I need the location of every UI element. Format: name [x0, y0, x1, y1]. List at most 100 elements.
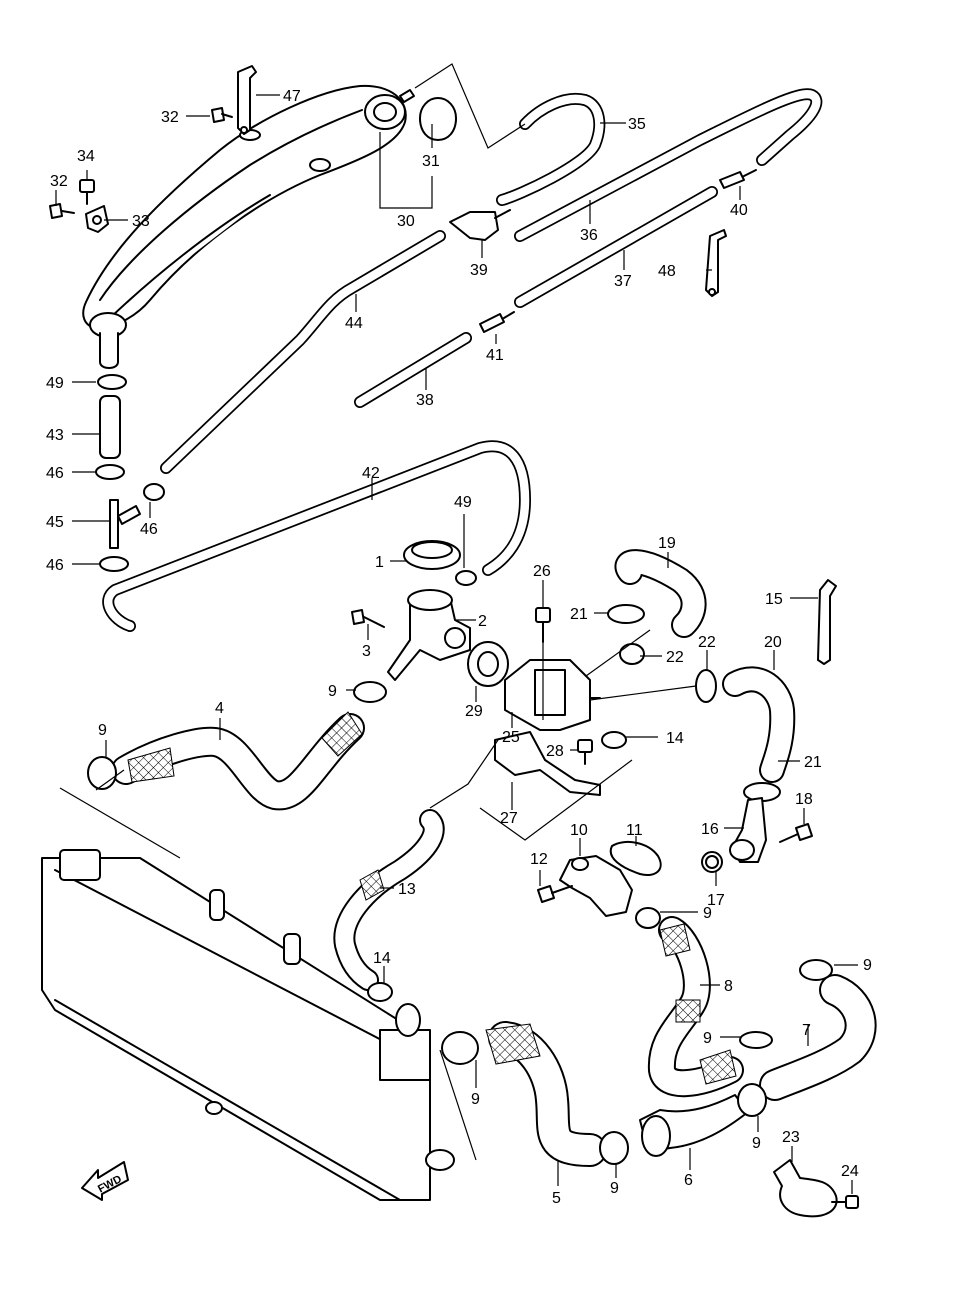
callout-24: 24 — [841, 1163, 859, 1180]
clamp-46-mid — [143, 483, 165, 501]
callout-21-b: 21 — [804, 754, 822, 771]
tie-15 — [817, 579, 837, 665]
clamp-9-hose8 — [739, 1031, 773, 1049]
callout-labels: 1 2 3 4 5 6 7 8 9 9 9 9 9 9 9 9 10 11 12… — [46, 88, 872, 1207]
callout-4: 4 — [215, 700, 224, 717]
callout-22-a: 22 — [666, 649, 684, 666]
callout-17: 17 — [707, 892, 725, 909]
callout-7: 7 — [802, 1022, 811, 1039]
callout-5: 5 — [552, 1190, 561, 1207]
clamp-46-top — [95, 464, 125, 480]
bracket-47 — [237, 65, 257, 135]
clamp-9-pipe10 — [635, 907, 661, 929]
callout-23: 23 — [782, 1129, 800, 1146]
callout-31: 31 — [422, 153, 440, 170]
radiator — [41, 849, 455, 1201]
callout-13: 13 — [398, 881, 416, 898]
callout-35: 35 — [628, 116, 646, 133]
hose-43 — [99, 395, 121, 459]
callout-11: 11 — [626, 822, 643, 839]
pipe-16 — [729, 797, 767, 863]
clamp-14-lower — [367, 982, 393, 1002]
callout-29: 29 — [465, 703, 483, 720]
bolt-26 — [535, 607, 551, 643]
callout-39: 39 — [470, 262, 488, 279]
clamp-49-right — [455, 570, 477, 586]
callout-26: 26 — [533, 563, 551, 580]
clamp-22-left — [619, 643, 645, 665]
bracket-23 — [773, 1159, 838, 1218]
clamp-9-pipe6 — [737, 1083, 767, 1117]
joint-39 — [449, 209, 511, 241]
hose-37 — [514, 186, 718, 308]
clamp-21-upper — [607, 604, 645, 624]
callout-9-a: 9 — [98, 722, 107, 739]
bolt-34 — [79, 179, 95, 205]
bracket-27 — [494, 731, 601, 796]
callout-12: 12 — [530, 851, 548, 868]
hose-42 — [102, 440, 531, 632]
callout-46-a: 46 — [46, 465, 64, 482]
callout-9-b: 9 — [328, 683, 337, 700]
clamp-9-hose4-left — [87, 756, 117, 790]
hose-44 — [160, 230, 446, 474]
callout-19: 19 — [658, 535, 676, 552]
callout-10: 10 — [570, 822, 588, 839]
callout-33: 33 — [132, 213, 150, 230]
leader-lines — [55, 63, 858, 1194]
callout-49-b: 49 — [454, 494, 472, 511]
callout-30: 30 — [397, 213, 415, 230]
hose-20 — [722, 666, 796, 783]
callout-14-a: 14 — [666, 730, 684, 747]
bolt-12 — [537, 885, 573, 903]
bolt-18 — [779, 823, 813, 843]
callout-46-b: 46 — [140, 521, 158, 538]
callout-45: 45 — [46, 514, 64, 531]
hose-35 — [496, 92, 606, 206]
bolt-32-left — [49, 203, 75, 219]
callout-3: 3 — [362, 643, 371, 660]
hose-4 — [111, 711, 365, 811]
callout-38: 38 — [416, 392, 434, 409]
callout-37: 37 — [614, 273, 632, 290]
hose-7 — [759, 974, 877, 1101]
hose-38 — [354, 332, 472, 408]
joint-40 — [719, 169, 757, 189]
callout-49-a: 49 — [46, 375, 64, 392]
callout-44: 44 — [345, 315, 363, 332]
callout-25: 25 — [502, 729, 520, 746]
hose-8 — [647, 916, 744, 1098]
callout-32-b: 32 — [50, 173, 68, 190]
clamp-33 — [85, 205, 109, 233]
callout-27: 27 — [500, 810, 518, 827]
callout-36: 36 — [580, 227, 598, 244]
joint-41 — [479, 311, 515, 333]
callout-41: 41 — [486, 347, 504, 364]
callout-48: 48 — [658, 263, 676, 280]
o-ring-17 — [701, 851, 723, 873]
hose-19 — [614, 549, 707, 638]
callout-32-a: 32 — [161, 109, 179, 126]
pipe-10 — [559, 855, 633, 917]
fwd-arrow-icon: FWD — [81, 1161, 129, 1201]
clamp-49-left — [97, 374, 127, 390]
bolt-28 — [577, 739, 593, 765]
callout-34: 34 — [77, 148, 95, 165]
bolt-3 — [351, 609, 385, 628]
clamp-9-hose5-top — [441, 1031, 479, 1065]
reservoir-tank — [82, 84, 415, 369]
callout-8: 8 — [724, 978, 733, 995]
clamp-9-hose5-bottom — [599, 1131, 629, 1165]
clamp-9-hose7 — [799, 959, 833, 981]
callout-16: 16 — [701, 821, 719, 838]
bolt-24 — [831, 1195, 859, 1209]
bracket-48 — [705, 229, 727, 297]
joint-45 — [109, 499, 141, 549]
callout-18: 18 — [795, 791, 813, 808]
clamp-9-hose4-right — [353, 681, 387, 703]
thermostat — [467, 641, 509, 687]
filler-neck — [387, 589, 471, 681]
callout-46-c: 46 — [46, 557, 64, 574]
hose-5 — [485, 1021, 607, 1167]
